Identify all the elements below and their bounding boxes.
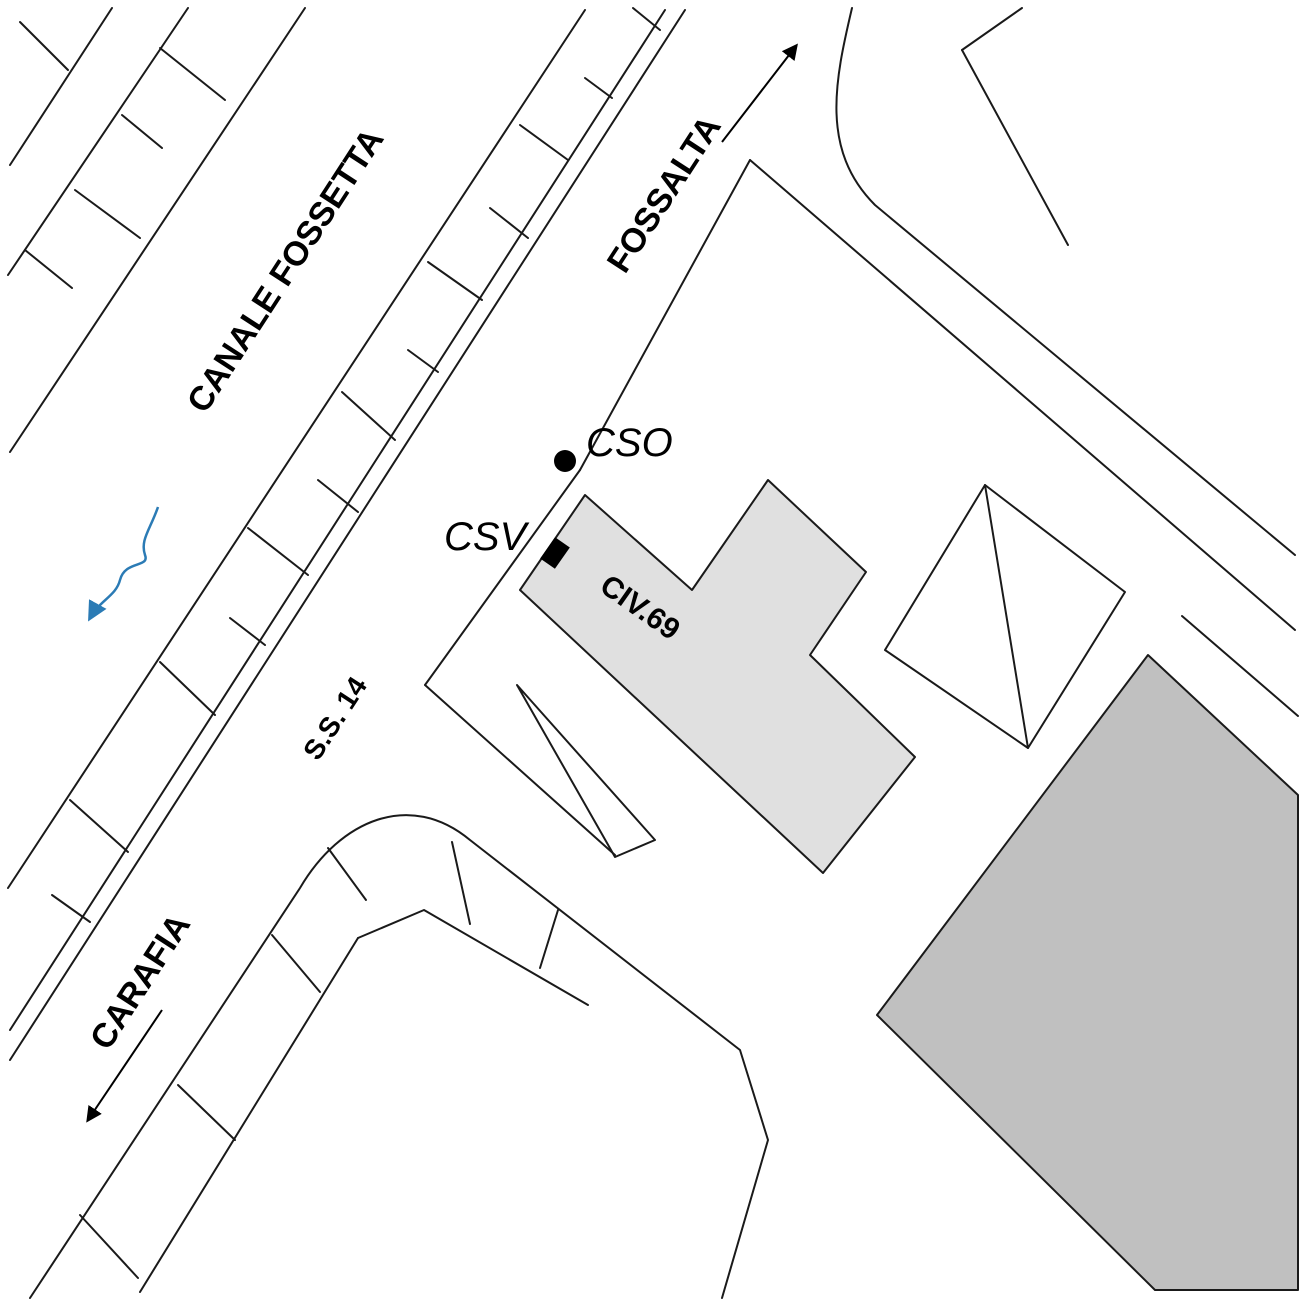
triangle-structure <box>884 484 1126 749</box>
traffic-island <box>516 684 656 858</box>
label-cso: CSO <box>586 421 673 465</box>
building-civ69 <box>519 479 916 874</box>
east-side-road <box>749 7 1299 717</box>
canal-west-strip <box>7 7 306 453</box>
label-csv: CSV <box>444 515 530 559</box>
arrow-up-right-icon <box>721 43 798 143</box>
building-large-dark <box>876 654 1299 1291</box>
canal-east-bank <box>7 7 686 1061</box>
label-fossalta: FOSSALTA <box>600 109 729 279</box>
water-flow-arrow-icon <box>88 506 160 622</box>
road-ss14-east-edge <box>424 159 751 856</box>
cso-point-icon <box>554 450 576 472</box>
arrow-down-left-icon <box>86 1009 163 1123</box>
label-ss14: S.S. 14 <box>297 671 373 765</box>
label-carafia: CARAFIA <box>83 907 198 1056</box>
south-block <box>29 814 769 1299</box>
label-canale-fossetta: CANALE FOSSETTA <box>180 122 392 419</box>
csv-box-icon <box>540 537 570 569</box>
